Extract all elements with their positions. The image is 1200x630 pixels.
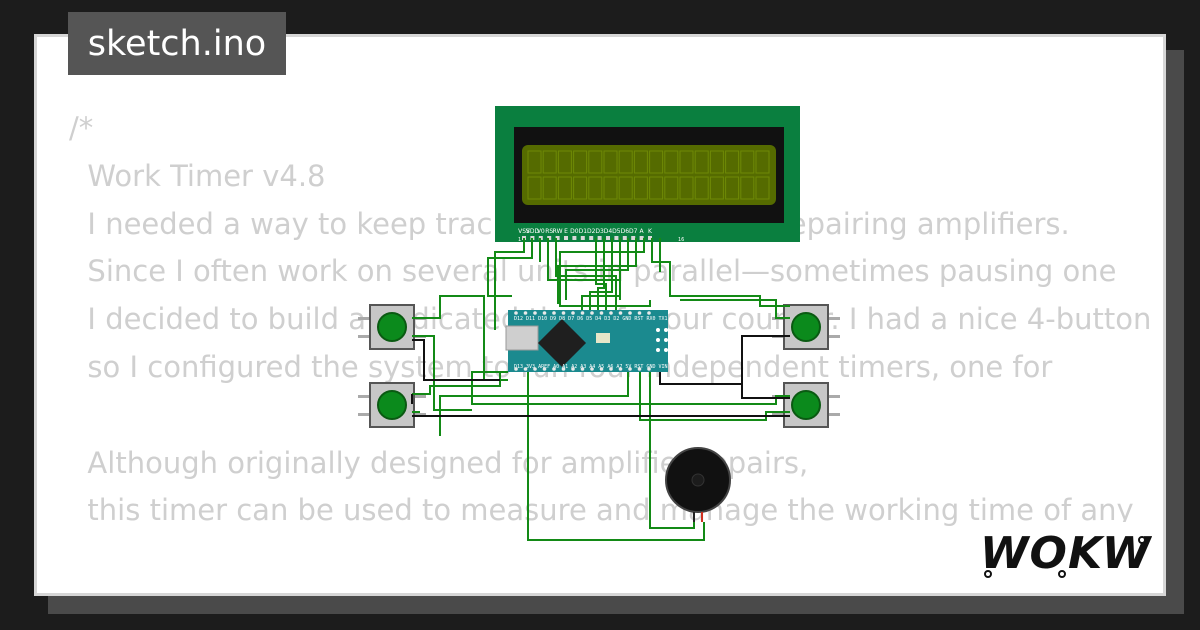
lcd-pin-label: D0 (570, 228, 579, 235)
lcd-pin-label: D4 (604, 228, 613, 235)
nano-pin (561, 367, 566, 371)
nano-pin (647, 311, 651, 315)
nano-pin (628, 367, 632, 371)
nano-pin (514, 311, 518, 315)
lcd-pin (564, 236, 568, 240)
code-line: Since I often work on several units in p… (69, 254, 1117, 289)
arduino-nano: D12 D11 D10 D9 D8 D7 D6 D5 D4 D3 D2 GND … (505, 310, 668, 372)
lcd-pin (547, 236, 552, 240)
lcd-pin-label: D5 (612, 228, 621, 235)
nano-pin (552, 311, 556, 315)
nano-pin (571, 367, 575, 371)
nano-pin (618, 311, 623, 315)
lcd-pin-label: D2 (587, 228, 596, 235)
buzzer (665, 447, 731, 522)
push-button (772, 304, 840, 350)
lcd-pin-label: D7 (629, 228, 638, 235)
code-line: Work Timer v4.8 (69, 158, 326, 193)
lcd-pin-label: RS (545, 228, 553, 235)
nano-pin (542, 367, 547, 371)
nano-pin (618, 367, 623, 371)
code-line: Color CRC16 ... (69, 583, 1163, 593)
push-button (358, 382, 426, 428)
push-button (772, 382, 840, 428)
nano-pin (637, 311, 642, 315)
lcd-pin-label: A (640, 228, 645, 235)
nano-pin (599, 311, 604, 315)
nano-pin (647, 367, 651, 371)
lcd-pin (631, 236, 636, 240)
nano-pin (628, 311, 632, 315)
nano-pin (590, 311, 594, 315)
lcd-pin (555, 236, 560, 240)
nano-pin (533, 311, 537, 315)
black-wires (411, 335, 790, 417)
lcd-pin (572, 236, 577, 240)
nano-top-labels: D12 D11 D10 D9 D8 D7 D6 D5 D4 D3 D2 GND … (514, 316, 668, 322)
nano-pin (533, 367, 537, 371)
green-wires (412, 238, 790, 541)
nano-pin (523, 367, 528, 371)
lcd-pin-label: VDD (526, 228, 540, 235)
lcd-pin-label: VSS (518, 228, 530, 235)
nano-pin (580, 367, 585, 371)
lcd-pin (606, 236, 610, 240)
lcd-pin-label: E (564, 228, 568, 235)
lcd-pin-label: K (648, 228, 653, 235)
nano-pin (523, 311, 528, 315)
nano-pin (580, 311, 585, 315)
nano-pin (609, 367, 613, 371)
nano-pin (542, 311, 547, 315)
nano-pin (599, 367, 604, 371)
lcd-pin (580, 236, 585, 240)
lcd-pin-first: 1 (518, 237, 521, 243)
lcd-pin-label: RW (553, 228, 563, 235)
lcd-pin-label: D6 (621, 228, 630, 235)
lcd-pin-label: D3 (595, 228, 604, 235)
nano-pin (552, 367, 556, 371)
wokwi-logo-text: WOKWI (980, 528, 1152, 579)
push-button (358, 304, 426, 350)
code-line: /* (69, 111, 94, 145)
nano-pin (571, 311, 575, 315)
lcd-pin (589, 236, 594, 240)
file-name-tab: sketch.ino (68, 12, 286, 75)
lcd-pin (639, 236, 644, 240)
nano-pin (514, 367, 518, 371)
lcd-pin (597, 236, 602, 240)
nano-pin (561, 311, 566, 315)
lcd-pin-label: D1 (579, 228, 588, 235)
wokwi-logo: WOKWI (976, 522, 1152, 582)
nano-pin (637, 367, 642, 371)
lcd-pin-label: V0 (537, 228, 545, 235)
lcd-pin-last: 16 (678, 237, 684, 243)
lcd-pin (614, 236, 619, 240)
nano-pin (609, 311, 613, 315)
lcd-pin (622, 236, 627, 240)
lcd-pin (648, 236, 652, 240)
nano-bottom-labels: D13 3V3 AREF A0 A1 A2 A3 A4 A5 A6 A7 5V … (514, 364, 668, 370)
nano-pin (590, 367, 594, 371)
code-line: this timer can be used to measure and ma… (69, 493, 1134, 528)
